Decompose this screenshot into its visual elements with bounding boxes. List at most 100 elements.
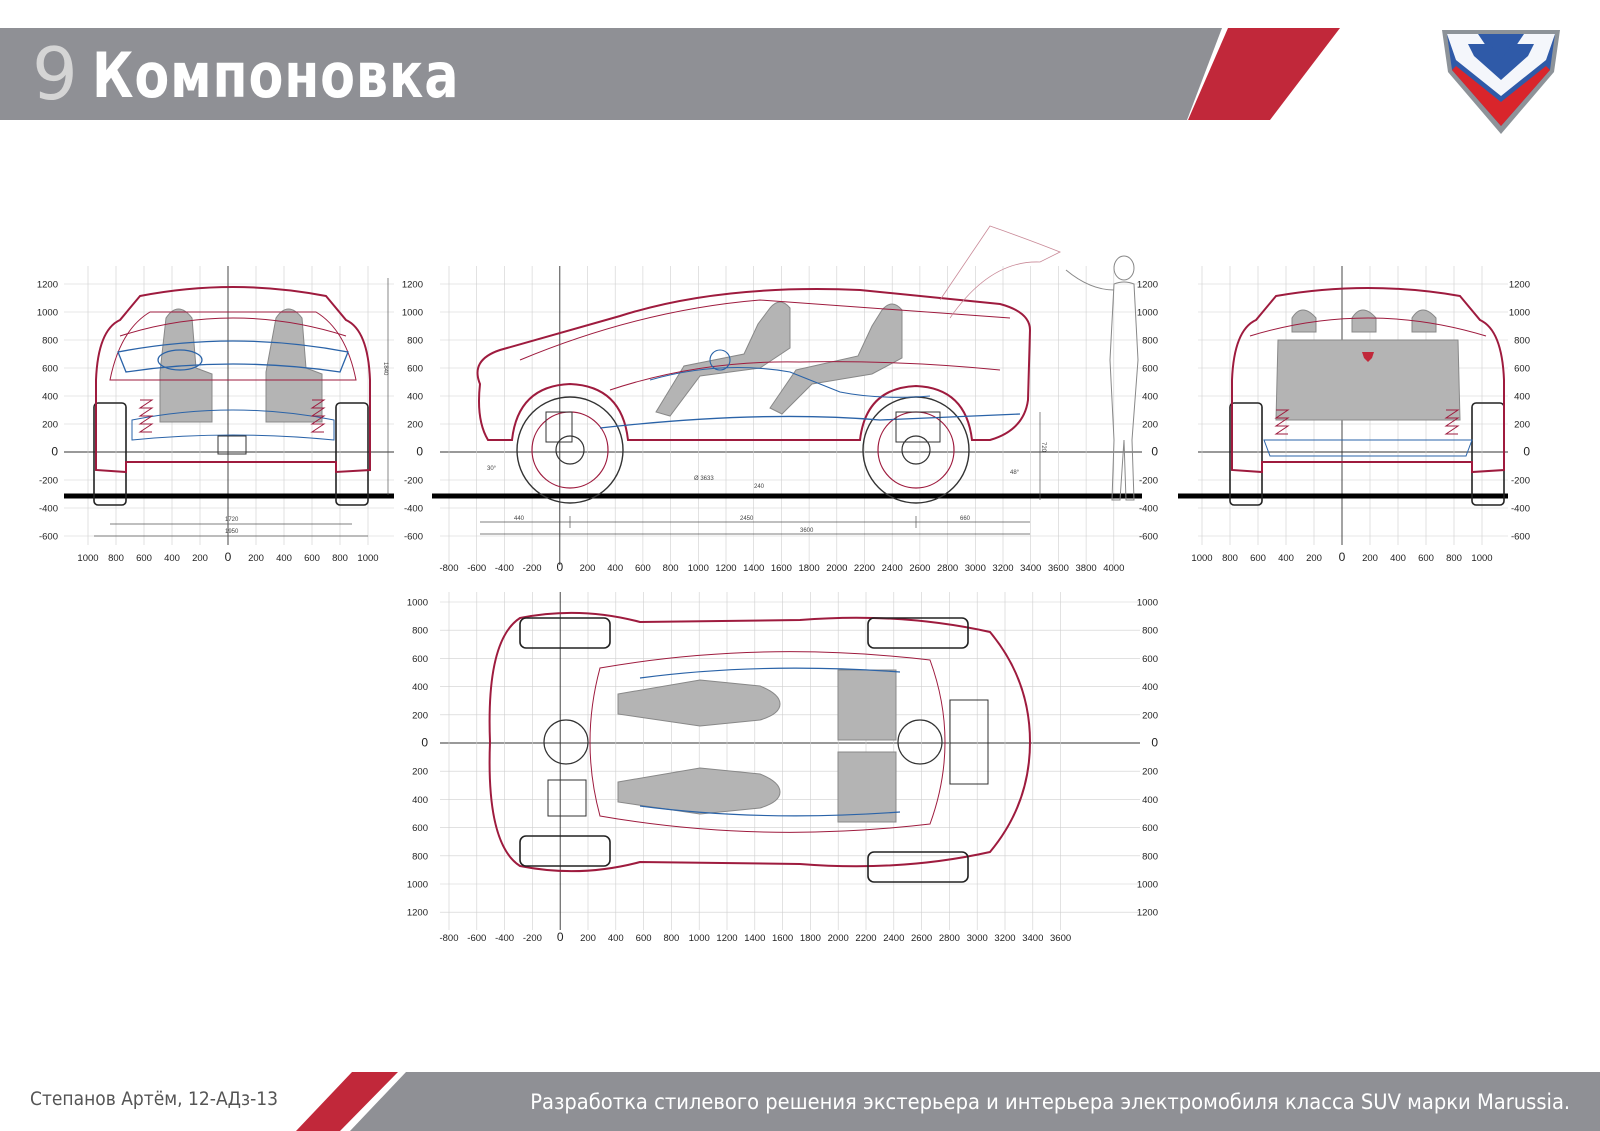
page-title: Компоновка <box>92 39 460 112</box>
header-band <box>0 28 1340 120</box>
side-window-line <box>519 299 1011 361</box>
rear-body-outline <box>1231 287 1505 474</box>
top-x-tick-label: 600 <box>636 933 652 944</box>
side-y-tick-label: 400 <box>407 392 423 403</box>
side-dim-wheelbase: 2450 <box>740 516 754 522</box>
front-y-tick-label: 1200 <box>37 280 58 291</box>
front-wheel <box>516 396 624 504</box>
rear-y-tick-label: 1000 <box>1509 308 1530 319</box>
top-x-tick-label: 3200 <box>994 933 1015 944</box>
side-body-outline <box>476 288 1032 441</box>
front-x-tick-label: 800 <box>108 553 124 564</box>
side-x-tick-label: 1600 <box>771 563 792 574</box>
top-y-tick-label: 1200 <box>1137 908 1158 919</box>
top-rear-seat-right <box>837 751 897 823</box>
rear-x-tick-label: 400 <box>1278 553 1294 564</box>
top-x-tick-label: 200 <box>580 933 596 944</box>
rear-y-tick-label: 400 <box>1514 392 1530 403</box>
rear-headrests <box>1291 309 1437 333</box>
top-view <box>488 611 1032 883</box>
front-battery <box>545 411 573 443</box>
side-y-tick-label: 1200 <box>1137 280 1158 291</box>
side-y-tick-label: 0 <box>1151 445 1158 459</box>
open-rear-door <box>939 225 1061 319</box>
top-body-outline <box>488 611 1032 873</box>
rear-y-tick-label: -600 <box>1511 532 1530 543</box>
rear-y-tick-label: 200 <box>1514 420 1530 431</box>
top-y-tick-label: 800 <box>412 851 428 862</box>
top-y-tick-label: 400 <box>412 682 428 693</box>
side-x-tick-label: 200 <box>580 563 596 574</box>
front-y-tick-label: 800 <box>42 336 58 347</box>
front-package-floor <box>131 409 335 441</box>
side-y-tick-label: 600 <box>1142 364 1158 375</box>
side-dim-rear-overhang: 660 <box>960 516 971 522</box>
front-package-dash <box>117 340 349 373</box>
top-y-tick-label: 600 <box>1142 823 1158 834</box>
top-x-tick-label: 0 <box>557 930 564 944</box>
side-x-tick-label: 1800 <box>799 563 820 574</box>
top-y-tick-label: 0 <box>421 736 428 750</box>
side-x-tick-label: -800 <box>439 563 458 574</box>
front-dim-width: 1950 <box>225 529 239 535</box>
top-y-tick-label: 1000 <box>1137 598 1158 609</box>
rear-x-tick-label: 800 <box>1446 553 1462 564</box>
side-y-tick-label: 1200 <box>402 280 423 291</box>
footer-band <box>296 1072 1600 1131</box>
top-front-box <box>547 779 587 817</box>
side-dim-turning: Ø 3633 <box>694 476 714 482</box>
footer-gray-band <box>350 1072 1600 1131</box>
side-x-tick-label: 2400 <box>882 563 903 574</box>
top-x-tick-label: 800 <box>663 933 679 944</box>
top-battery-pack <box>949 699 989 785</box>
axis-ticks: 1200 1000 800 600 400 200 0 -200 -400 -600 1000 800… <box>37 280 1530 945</box>
side-y-tick-label: 200 <box>1142 420 1158 431</box>
top-x-tick-label: 2800 <box>939 933 960 944</box>
rear-x-tick-label: 800 <box>1222 553 1238 564</box>
front-x-tick-label: 600 <box>304 553 320 564</box>
header-gray-band <box>0 28 1222 120</box>
rear-battery <box>895 411 941 443</box>
top-x-tick-label: 1200 <box>716 933 737 944</box>
top-y-tick-label: 800 <box>1142 626 1158 637</box>
side-x-tick-label: 3000 <box>965 563 986 574</box>
steering-wheel <box>157 349 203 371</box>
front-y-tick-label: 1000 <box>37 308 58 319</box>
front-y-tick-label: -600 <box>39 532 58 543</box>
front-y-tick-label: -400 <box>39 504 58 515</box>
front-x-tick-label: 400 <box>164 553 180 564</box>
top-y-tick-label: 0 <box>1151 736 1158 750</box>
side-y-tick-label: -200 <box>404 476 423 487</box>
front-x-tick-label: 0 <box>225 550 232 564</box>
side-x-tick-label: -600 <box>467 563 486 574</box>
rear-x-tick-label: 200 <box>1306 553 1322 564</box>
front-x-tick-label: 1000 <box>357 553 378 564</box>
rear-y-tick-label: 0 <box>1523 445 1530 459</box>
side-x-tick-label: 3600 <box>1048 563 1069 574</box>
rear-left-suspension <box>1274 409 1290 435</box>
front-right-wheel <box>335 402 369 506</box>
top-y-tick-label: 400 <box>1142 795 1158 806</box>
side-y-tick-label: -600 <box>1139 532 1158 543</box>
rear-y-tick-label: -200 <box>1511 476 1530 487</box>
side-x-tick-label: 1400 <box>743 563 764 574</box>
side-y-tick-label: -600 <box>404 532 423 543</box>
side-x-tick-label: 3200 <box>992 563 1013 574</box>
top-front-right-wheel <box>519 835 611 867</box>
driver-occupant <box>655 301 791 417</box>
rear-y-tick-label: -400 <box>1511 504 1530 515</box>
rear-x-tick-label: 0 <box>1339 550 1346 564</box>
side-y-tick-label: 0 <box>416 445 423 459</box>
rear-x-tick-label: 600 <box>1418 553 1434 564</box>
top-front-motor <box>543 719 589 765</box>
top-y-tick-label: 1000 <box>407 880 428 891</box>
side-x-tick-label: 0 <box>556 560 563 574</box>
author-name: Степанов Артём, 12-АДз-13 <box>30 1088 279 1110</box>
side-y-tick-label: 1000 <box>402 308 423 319</box>
rear-x-tick-label: 600 <box>1250 553 1266 564</box>
side-dim-approach-angle: 30° <box>487 466 497 472</box>
front-x-tick-label: 1000 <box>77 553 98 564</box>
rear-x-tick-label: 1000 <box>1471 553 1492 564</box>
rear-occupants-row <box>1275 339 1461 421</box>
